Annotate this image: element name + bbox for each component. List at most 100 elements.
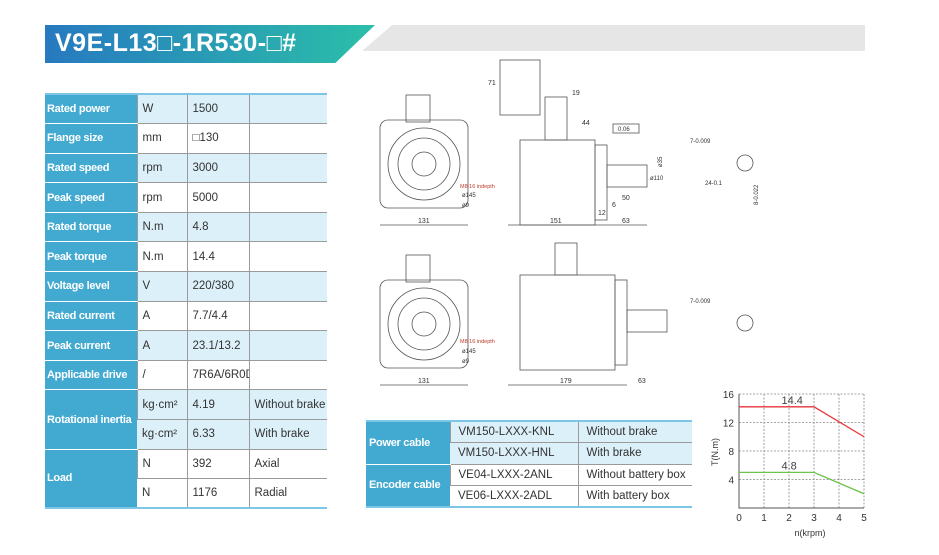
encoder-cable-label: Encoder cable bbox=[366, 464, 450, 508]
spec-note bbox=[248, 241, 327, 273]
spec-unit: kg·cm² bbox=[136, 389, 187, 421]
spec-note bbox=[248, 212, 327, 243]
spec-label: Peak current bbox=[45, 330, 137, 361]
cable-desc: Without brake bbox=[577, 421, 692, 443]
dim-label: 19 bbox=[572, 90, 580, 97]
spec-note: With brake bbox=[248, 419, 327, 450]
dim-label: 71 bbox=[488, 80, 496, 87]
y-axis-label: T(N.m) bbox=[710, 438, 720, 466]
spec-label: Rated current bbox=[45, 301, 137, 332]
y-tick-label: 16 bbox=[723, 390, 735, 401]
spec-label: Flange size bbox=[45, 123, 137, 154]
inertia-label: Rotational inertia bbox=[45, 389, 137, 450]
spec-unit: W bbox=[136, 94, 187, 125]
dim-label: 131 bbox=[418, 218, 430, 225]
spec-label: Rated speed bbox=[45, 153, 137, 184]
spec-value: 1176 bbox=[186, 478, 249, 509]
bolt-label: M8 16 indepth bbox=[460, 339, 495, 345]
dim-label: 63 bbox=[622, 218, 630, 225]
power-cable-label: Power cable bbox=[366, 421, 450, 465]
spec-unit: N.m bbox=[136, 241, 187, 273]
model-title: V9E-L13□-1R530-□# bbox=[55, 29, 297, 57]
dim-label: 24-0.1 bbox=[705, 181, 723, 187]
cable-desc: Without battery box bbox=[577, 464, 692, 486]
spec-unit: A bbox=[136, 301, 187, 332]
spec-unit: N.m bbox=[136, 212, 187, 243]
dim-label: ø145 bbox=[462, 349, 476, 355]
dim-label: 131 bbox=[418, 378, 430, 385]
spec-label: Peak torque bbox=[45, 241, 137, 273]
x-tick-label: 1 bbox=[761, 513, 767, 524]
drawing-with-brake: 131 179 63 M8 16 indepth ø145 ø9 7-0.009 bbox=[379, 242, 754, 386]
y-tick-label: 4 bbox=[728, 476, 734, 487]
dim-label: 6 bbox=[612, 202, 616, 209]
bolt-label: M8 16 indepth bbox=[460, 184, 495, 190]
table-row: Applicable drive/7R6A/6R0D bbox=[45, 360, 327, 391]
spec-value: 23.1/13.2 bbox=[186, 330, 249, 361]
dim-label: ø9 bbox=[462, 359, 470, 365]
dim-label: 12 bbox=[598, 210, 606, 217]
spec-unit: rpm bbox=[136, 182, 187, 213]
spec-value: 1500 bbox=[186, 94, 249, 125]
dim-label: ø110 bbox=[650, 176, 664, 182]
spec-value: 7.7/4.4 bbox=[186, 301, 249, 332]
spec-note bbox=[248, 182, 327, 213]
cable-desc: With brake bbox=[577, 442, 692, 465]
axes bbox=[738, 394, 864, 509]
spec-label: Applicable drive bbox=[45, 360, 137, 391]
dim-label: 50 bbox=[622, 195, 630, 202]
spec-note bbox=[248, 153, 327, 184]
dim-label: ø35 bbox=[658, 156, 664, 167]
dim-label: 151 bbox=[550, 218, 562, 225]
y-tick-label: 12 bbox=[723, 419, 735, 430]
spec-value: 7R6A/6R0D bbox=[186, 360, 249, 391]
x-axis-label: n(krpm) bbox=[795, 528, 826, 538]
spec-note: Without brake bbox=[248, 389, 327, 421]
header-bar bbox=[362, 25, 865, 51]
dim-label: ø9 bbox=[462, 203, 470, 209]
spec-note bbox=[248, 330, 327, 361]
data-label: 4.8 bbox=[782, 460, 797, 472]
spec-value: 392 bbox=[186, 449, 249, 480]
spec-value: 4.19 bbox=[186, 389, 249, 421]
spec-unit: kg·cm² bbox=[137, 419, 187, 450]
y-tick-label: 8 bbox=[728, 447, 734, 458]
spec-label: Voltage level bbox=[45, 271, 137, 302]
flange-front bbox=[379, 119, 469, 209]
spec-label: Rated power bbox=[45, 94, 137, 125]
spec-unit: / bbox=[136, 360, 187, 391]
cable-model: VE04-LXXX-2ANL bbox=[449, 464, 578, 486]
title-banner: V9E-L13□-1R530-□# bbox=[45, 25, 375, 63]
dim-label: 44 bbox=[582, 120, 590, 127]
dim-label: 7-0.009 bbox=[690, 299, 711, 305]
spec-note bbox=[248, 301, 327, 332]
spec-label: Peak speed bbox=[45, 182, 137, 213]
spec-unit: rpm bbox=[136, 153, 187, 184]
x-tick-label: 0 bbox=[736, 513, 742, 524]
spec-unit: A bbox=[136, 330, 187, 361]
x-tick-label: 5 bbox=[861, 513, 867, 524]
spec-note bbox=[248, 360, 327, 391]
spec-note bbox=[248, 271, 327, 302]
cable-model: VM150-LXXX-KNL bbox=[449, 421, 578, 443]
dim-label: 8-0.022 bbox=[754, 184, 760, 205]
spec-note: Radial bbox=[248, 478, 327, 509]
